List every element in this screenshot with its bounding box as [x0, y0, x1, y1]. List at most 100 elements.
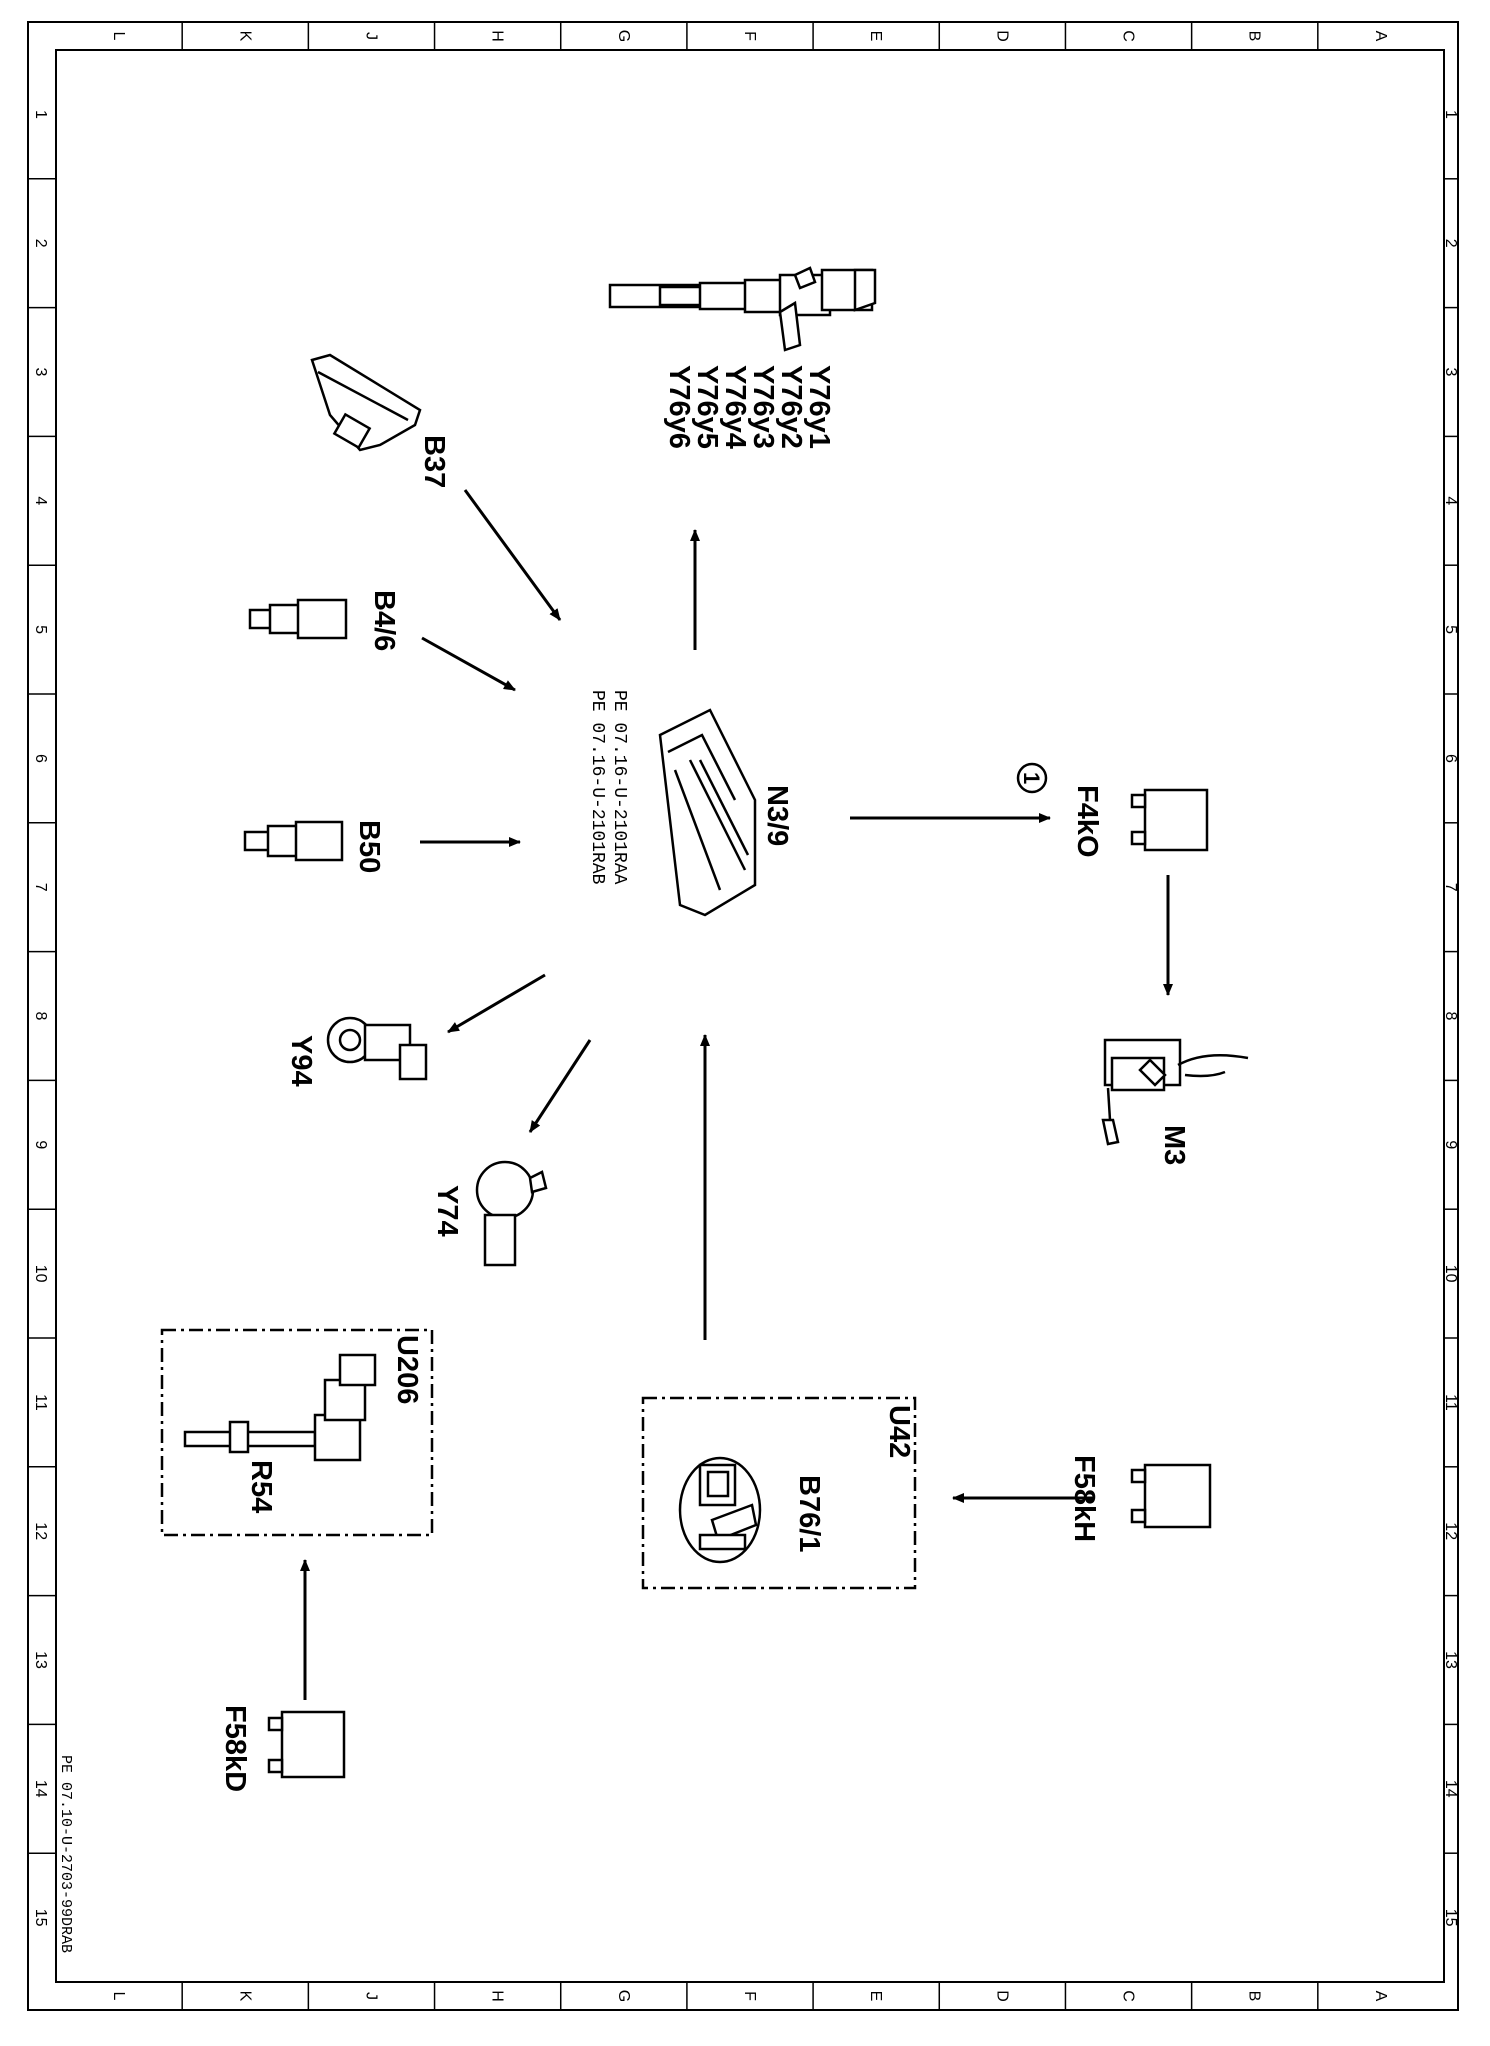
grid-row-left-9: 9 [32, 1140, 49, 1149]
document-reference: PE 07.10-U-2703-99DRAB [57, 1755, 74, 1953]
grid-row-left-11: 11 [32, 1394, 49, 1411]
u206-label: U206 [391, 1335, 423, 1404]
grid-row-right-12: 12 [1442, 1522, 1459, 1540]
b37-sensor-drawing [310, 353, 422, 452]
grid-col-top-C: C [1120, 30, 1137, 42]
grid-col-bottom-E: E [867, 1991, 884, 2002]
n3-9-ecu-drawing [658, 708, 757, 917]
arrow-b4-6-to-n3-9 [421, 636, 516, 692]
inner-frame [55, 49, 1445, 1983]
f4k0-label: F4kO [1071, 785, 1103, 858]
grid-col-top-D: D [993, 30, 1010, 42]
grid-col-bottom-B: B [1246, 1991, 1263, 2002]
m3-pump-drawing [1101, 1038, 1249, 1146]
y74-label: Y74 [431, 1185, 463, 1237]
y76-label-4: Y76y4 [719, 365, 751, 449]
outer-frame [27, 21, 1459, 2011]
arrow-n3-9-to-y74 [528, 1039, 592, 1133]
y74-valve-drawing [475, 1160, 548, 1267]
grid-row-right-13: 13 [1442, 1651, 1459, 1669]
grid-col-bottom-C: C [1120, 1990, 1137, 2002]
n3-9-ref-2: PE 07.16-U-2101RAB [587, 690, 607, 885]
arrow-n3-9-to-y94 [447, 973, 546, 1034]
grid-row-right-7: 7 [1442, 883, 1459, 892]
b50-label: B50 [353, 820, 385, 873]
u42-group-box [641, 1396, 917, 1590]
y76-label-3: Y76y3 [747, 365, 779, 449]
grid-row-left-14: 14 [32, 1780, 49, 1798]
callout-number: 1 [1019, 772, 1044, 784]
n3-9-label: N3/9 [761, 785, 793, 846]
grid-row-right-5: 5 [1442, 625, 1459, 634]
u206-group-box [160, 1328, 434, 1537]
grid-col-top-E: E [867, 31, 884, 42]
grid-row-right-8: 8 [1442, 1012, 1459, 1021]
b4-6-label: B4/6 [368, 590, 400, 651]
m3-label: M3 [1158, 1125, 1190, 1165]
grid-col-top-B: B [1246, 31, 1263, 42]
f58kd-label: F58kD [219, 1705, 251, 1792]
grid-col-bottom-L: L [110, 1992, 127, 2001]
grid-col-bottom-J: J [362, 1992, 379, 2000]
b50-sensor-drawing [243, 820, 344, 862]
y76-label-6: Y76y6 [663, 365, 695, 449]
b4-6-sensor-drawing [248, 598, 348, 640]
grid-row-left-12: 12 [32, 1522, 49, 1540]
grid-col-top-F: F [741, 31, 758, 41]
y76-label-2: Y76y2 [775, 365, 807, 449]
grid-col-bottom-A: A [1372, 1991, 1389, 2002]
grid-row-right-9: 9 [1442, 1140, 1459, 1149]
u42-label: U42 [883, 1405, 915, 1458]
grid-col-bottom-K: K [236, 1991, 253, 2002]
f58kh-relay-drawing [1130, 1463, 1212, 1529]
grid-row-right-11: 11 [1442, 1394, 1459, 1411]
f58kd-relay-drawing [267, 1710, 346, 1779]
n3-9-ref-1: PE 07.16-U-2101RAA [609, 690, 629, 885]
grid-row-left-6: 6 [32, 754, 49, 763]
grid-col-top-L: L [110, 32, 127, 41]
grid-col-bottom-H: H [489, 1990, 506, 2002]
grid-row-left-10: 10 [32, 1265, 49, 1283]
b37-label: B37 [418, 435, 450, 488]
n3-9-ref-group: PE 07.16-U-2101RAA PE 07.16-U-2101RAB [587, 690, 629, 895]
y76-label-group: Y76y1 Y76y2 Y76y3 Y76y4 Y76y5 Y76y6 [663, 365, 835, 457]
grid-row-right-6: 6 [1442, 754, 1459, 763]
grid-col-top-G: G [615, 30, 632, 42]
grid-row-right-10: 10 [1442, 1265, 1459, 1283]
b76-1-label: B76/1 [793, 1475, 825, 1552]
grid-col-bottom-D: D [993, 1990, 1010, 2002]
y76-label-5: Y76y5 [691, 365, 723, 449]
y94-label: Y94 [285, 1035, 317, 1087]
grid-row-left-15: 15 [32, 1909, 49, 1927]
grid-row-right-1: 1 [1442, 110, 1459, 119]
grid-col-top-H: H [489, 30, 506, 42]
y76-label-1: Y76y1 [803, 365, 835, 449]
grid-row-left-2: 2 [32, 239, 49, 248]
arrow-b37-to-n3-9 [463, 489, 562, 621]
grid-col-top-J: J [362, 32, 379, 40]
b76-1-sensor-drawing [678, 1456, 762, 1564]
grid-col-top-A: A [1372, 31, 1389, 42]
grid-row-left-1: 1 [32, 110, 49, 119]
grid-row-left-4: 4 [32, 496, 49, 505]
grid-row-left-13: 13 [32, 1651, 49, 1669]
grid-row-right-14: 14 [1442, 1780, 1459, 1798]
grid-row-right-4: 4 [1442, 496, 1459, 505]
r54-heater-drawing [183, 1353, 377, 1462]
grid-row-right-2: 2 [1442, 239, 1459, 248]
grid-col-bottom-F: F [741, 1991, 758, 2001]
y94-valve-drawing [326, 1016, 428, 1081]
grid-row-right-3: 3 [1442, 368, 1459, 377]
y76-injector-drawing [608, 266, 877, 352]
grid-row-left-7: 7 [32, 883, 49, 892]
grid-col-top-K: K [236, 31, 253, 42]
grid-row-left-8: 8 [32, 1012, 49, 1021]
grid-row-right-15: 15 [1442, 1909, 1459, 1927]
r54-label: R54 [245, 1460, 277, 1513]
callout-circle [1016, 762, 1048, 794]
f4k0-relay-drawing [1130, 788, 1209, 852]
grid-row-left-5: 5 [32, 625, 49, 634]
